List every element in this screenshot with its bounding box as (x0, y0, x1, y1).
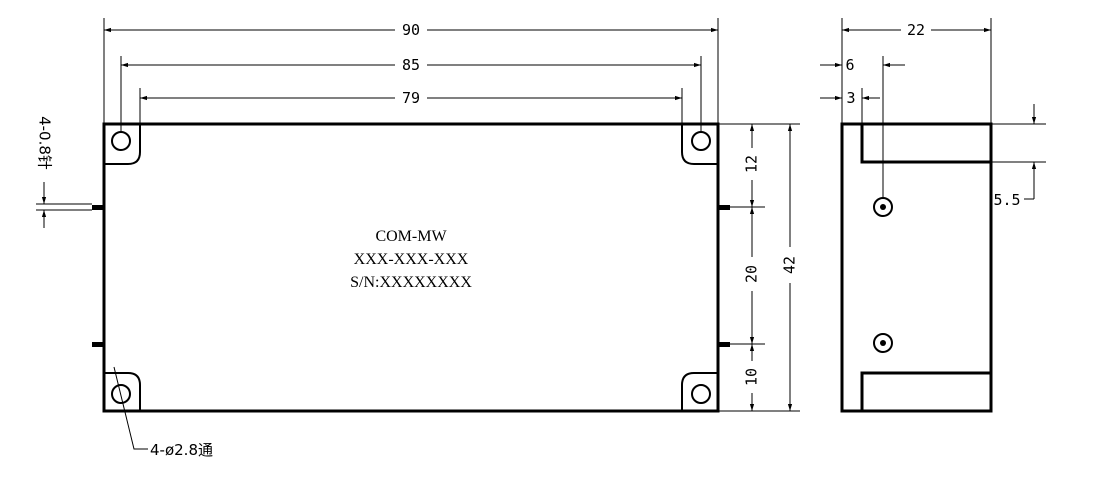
pin-right-top (718, 205, 730, 210)
dimension-85-text: 85 (402, 56, 420, 74)
side-view: 22 6 3 5.5 (820, 18, 1046, 413)
dimension-42: 42 (718, 123, 800, 412)
dimension-6-text: 6 (845, 56, 854, 74)
label-line-3: S/N:XXXXXXXX (350, 274, 472, 291)
side-bottom-step (860, 371, 991, 411)
front-view: COM-MW XXX-XXX-XXX S/N:XXXXXXXX 90 85 79 (36, 18, 800, 459)
dimension-10: 10 (743, 344, 761, 411)
pin-right-bottom (718, 342, 730, 347)
pin-callout: 4-0.8针 (36, 116, 92, 228)
dimension-42-text: 42 (781, 256, 799, 274)
dimension-90-text: 90 (402, 21, 420, 39)
pin-left-bottom (92, 342, 104, 347)
pin-left-top (92, 205, 104, 210)
dimension-12-text: 12 (743, 155, 761, 173)
label-line-1: COM-MW (375, 228, 447, 245)
front-body-outline (102, 122, 720, 413)
side-connector-top (873, 197, 893, 217)
dimension-22-text: 22 (907, 21, 925, 39)
dimension-5.5: 5.5 (991, 104, 1046, 209)
dimension-3-text: 3 (846, 89, 855, 107)
dimension-3: 3 (820, 88, 880, 124)
side-connector-bottom (873, 333, 893, 353)
dimension-90: 90 (103, 18, 719, 124)
hole-spec-text: 4-ø2.8通 (150, 441, 213, 459)
side-body-outline (840, 122, 993, 413)
dimension-6: 6 (820, 56, 905, 198)
dimension-5.5-text: 5.5 (993, 191, 1020, 209)
dimension-12: 12 (730, 124, 765, 208)
mounting-hole-bottom-right (681, 372, 718, 411)
hole-callout: 4-ø2.8通 (113, 366, 213, 459)
mounting-hole-bottom-left (104, 372, 141, 411)
mounting-hole-top-left (104, 124, 141, 165)
dimension-85: 85 (120, 56, 702, 132)
dimension-10-text: 10 (743, 368, 761, 386)
side-top-step (860, 124, 991, 164)
dimension-22: 22 (841, 18, 992, 124)
dimension-20: 20 (730, 207, 765, 345)
pin-spec-text: 4-0.8针 (36, 116, 54, 170)
dimension-79-text: 79 (402, 89, 420, 107)
label-line-2: XXX-XXX-XXX (354, 251, 469, 268)
dimension-20-text: 20 (743, 265, 761, 283)
mounting-hole-top-right (681, 124, 718, 165)
dimension-79: 79 (139, 88, 683, 124)
